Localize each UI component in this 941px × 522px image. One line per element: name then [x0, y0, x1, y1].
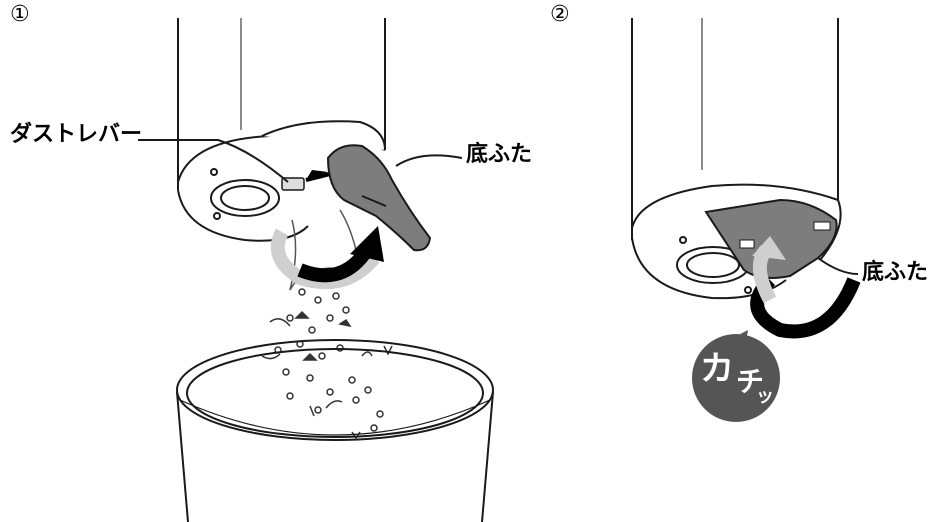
click-sound-badge	[692, 330, 780, 422]
panel-2-vacuum-body	[631, 18, 842, 300]
bottom-lid-label-2: 底ふた	[862, 260, 929, 285]
bottom-lid-label-1: 底ふた	[466, 142, 533, 167]
step-number-2: ②	[550, 2, 570, 27]
bottom-lid-open	[326, 144, 432, 252]
panel-1-vacuum-body	[177, 18, 386, 242]
falling-dust	[261, 288, 393, 440]
dust-lever-label: ダストレバー	[10, 122, 143, 147]
rotate-arrow-panel-1	[270, 226, 384, 290]
trash-can	[176, 339, 494, 522]
rotate-arrow-panel-2	[750, 236, 861, 339]
dust-lever	[281, 170, 331, 191]
click-sound-chi: チ	[736, 365, 765, 398]
step-number-1: ①	[10, 2, 30, 27]
click-sound-tsu: ッ	[756, 386, 774, 407]
leader-lines	[138, 139, 859, 275]
click-sound-ka: カ	[700, 349, 734, 389]
